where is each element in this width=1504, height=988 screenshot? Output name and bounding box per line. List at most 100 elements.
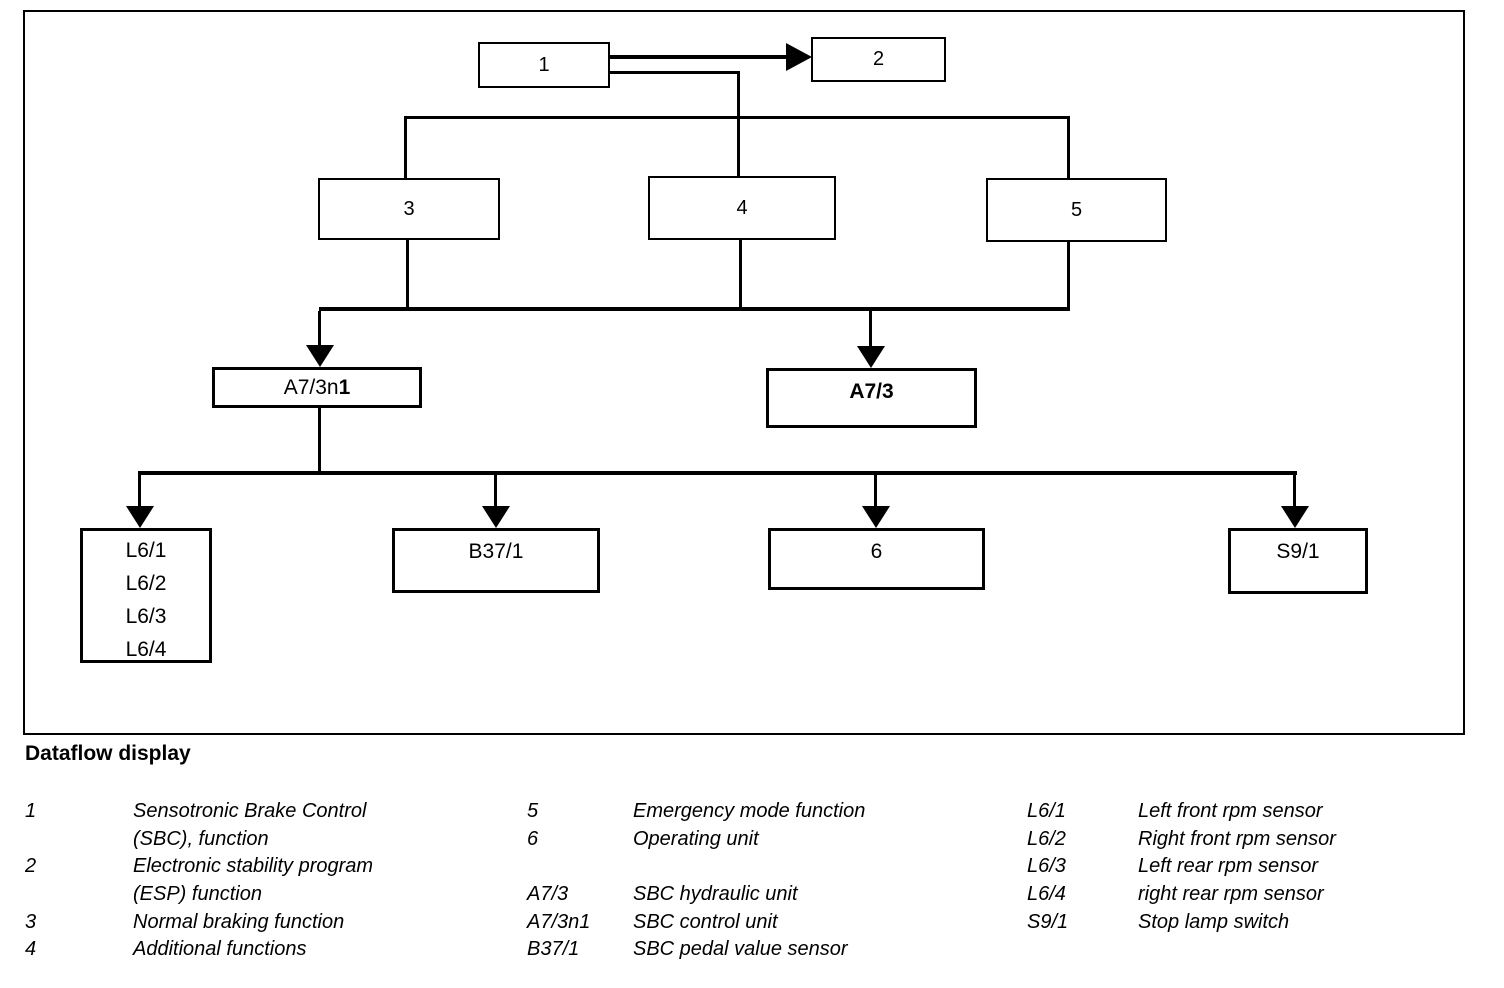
legend-text: Left rear rpm sensor	[1138, 855, 1319, 878]
legend-code: A7/3	[527, 883, 569, 906]
node-a73n1-box: A7/3n1	[212, 367, 422, 408]
legend-row: 5 Emergency mode function	[527, 800, 865, 828]
legend-row: 2 Electronic stability program	[25, 855, 373, 883]
legend-code: 4	[25, 938, 37, 961]
legend-code: B37/1	[527, 938, 580, 961]
node-1-box: 1	[478, 42, 610, 88]
legend-row	[527, 855, 865, 883]
node-3-box: 3	[318, 178, 500, 240]
node-a73-label: A7/3	[849, 380, 894, 403]
node-l6-line-3: L6/3	[125, 605, 167, 628]
stub-bus2-to-a73n1	[318, 311, 321, 347]
legend-text: SBC hydraulic unit	[633, 883, 798, 906]
legend-column-3: L6/1 Left front rpm sensor L6/2 Right fron…	[1027, 800, 1336, 966]
legend-text: SBC pedal value sensor	[633, 938, 848, 961]
stub-bus3-to-l6	[138, 475, 141, 508]
legend-code: 3	[25, 910, 37, 933]
node-a73n1-label-prefix: A7/3n	[283, 375, 339, 399]
legend-row: (ESP) function	[25, 883, 373, 911]
bus-level3	[138, 471, 1297, 475]
legend-row: A7/3n1 SBC control unit	[527, 911, 865, 939]
connector-1-branch	[610, 71, 740, 74]
node-5-label: 5	[1070, 198, 1083, 221]
connector-bus1-to-5	[1067, 116, 1070, 178]
legend-row: L6/2 Right front rpm sensor	[1027, 828, 1336, 856]
connector-3-to-bus2	[406, 240, 409, 309]
connector-down-to-4	[737, 71, 740, 176]
arrowhead-to-s91	[1281, 506, 1309, 528]
legend-code: 5	[527, 800, 539, 822]
legend-text: Right front rpm sensor	[1138, 827, 1336, 850]
arrowhead-to-l6	[126, 506, 154, 528]
connector-1-to-2-shaft	[610, 55, 788, 59]
node-6-label: 6	[870, 540, 883, 563]
node-2-box: 2	[811, 37, 946, 82]
legend-code: L6/3	[1027, 855, 1066, 878]
connector-5-to-bus2	[1067, 242, 1070, 309]
node-l6-line-4: L6/4	[125, 638, 167, 661]
legend-row: 4 Additional functions	[25, 938, 373, 966]
legend-text: (ESP) function	[133, 883, 262, 906]
legend-row	[1027, 938, 1336, 966]
legend-row: (SBC), function	[25, 828, 373, 856]
legend-code	[1027, 938, 1138, 966]
legend-row: L6/3 Left rear rpm sensor	[1027, 855, 1336, 883]
connector-a73n1-to-bus3	[318, 408, 321, 475]
node-l6-line-1: L6/1	[125, 539, 167, 562]
legend-text: Left front rpm sensor	[1138, 800, 1323, 822]
legend-code: L6/4	[1027, 883, 1066, 906]
legend-code: S9/1	[1027, 910, 1069, 933]
legend-row: 3 Normal braking function	[25, 911, 373, 939]
arrowhead-to-b371	[482, 506, 510, 528]
node-s91-box: S9/1	[1228, 528, 1368, 594]
legend-text: Normal braking function	[133, 910, 345, 933]
node-5-box: 5	[986, 178, 1167, 242]
legend-row: L6/1 Left front rpm sensor	[1027, 800, 1336, 828]
node-3-label: 3	[403, 197, 415, 220]
legend-column-2: 5 Emergency mode function 6 Operating unit…	[527, 800, 865, 966]
node-l6-line-2: L6/2	[125, 572, 167, 595]
node-1-label: 1	[538, 53, 550, 76]
legend-text: Stop lamp switch	[1138, 910, 1290, 933]
bus-level2	[319, 307, 1070, 311]
legend-text: Operating unit	[633, 827, 759, 850]
node-b371-label: B37/1	[468, 540, 524, 563]
legend-code	[25, 828, 133, 856]
node-a73n1-label-suffix: 1	[338, 375, 351, 399]
stub-bus3-to-b371	[494, 475, 497, 508]
node-a73-box: A7/3	[766, 368, 977, 428]
legend-text: Additional functions	[133, 938, 307, 961]
page-title: Dataflow display	[25, 742, 191, 765]
legend-code: 2	[25, 855, 37, 878]
arrowhead-to-node-2	[786, 43, 812, 71]
legend-text: (SBC), function	[133, 827, 269, 850]
legend-row: B37/1 SBC pedal value sensor	[527, 938, 865, 966]
legend-code: A7/3n1	[527, 910, 591, 933]
node-s91-label: S9/1	[1276, 540, 1320, 563]
arrowhead-to-a73n1	[306, 345, 334, 367]
legend-text: Sensotronic Brake Control	[133, 800, 367, 822]
node-4-label: 4	[736, 196, 748, 219]
legend-text: Emergency mode function	[633, 800, 866, 822]
node-l6-box: L6/1 L6/2 L6/3 L6/4	[80, 528, 212, 663]
node-2-label: 2	[872, 48, 885, 70]
legend-row: A7/3 SBC hydraulic unit	[527, 883, 865, 911]
legend-text: Electronic stability program	[133, 855, 374, 878]
legend-code: 6	[527, 827, 539, 850]
legend-code: L6/1	[1027, 800, 1066, 822]
connector-bus1-to-3	[404, 116, 407, 178]
stub-bus2-to-a73	[869, 311, 872, 347]
arrowhead-to-6	[862, 506, 890, 528]
legend-code	[527, 855, 633, 883]
legend-code	[25, 883, 133, 911]
arrowhead-to-a73	[857, 346, 885, 368]
legend-text: SBC control unit	[633, 910, 778, 933]
stub-bus3-to-6	[874, 475, 877, 508]
legend-code: L6/2	[1027, 827, 1066, 850]
node-b371-box: B37/1	[392, 528, 600, 593]
legend-row: S9/1 Stop lamp switch	[1027, 911, 1336, 939]
